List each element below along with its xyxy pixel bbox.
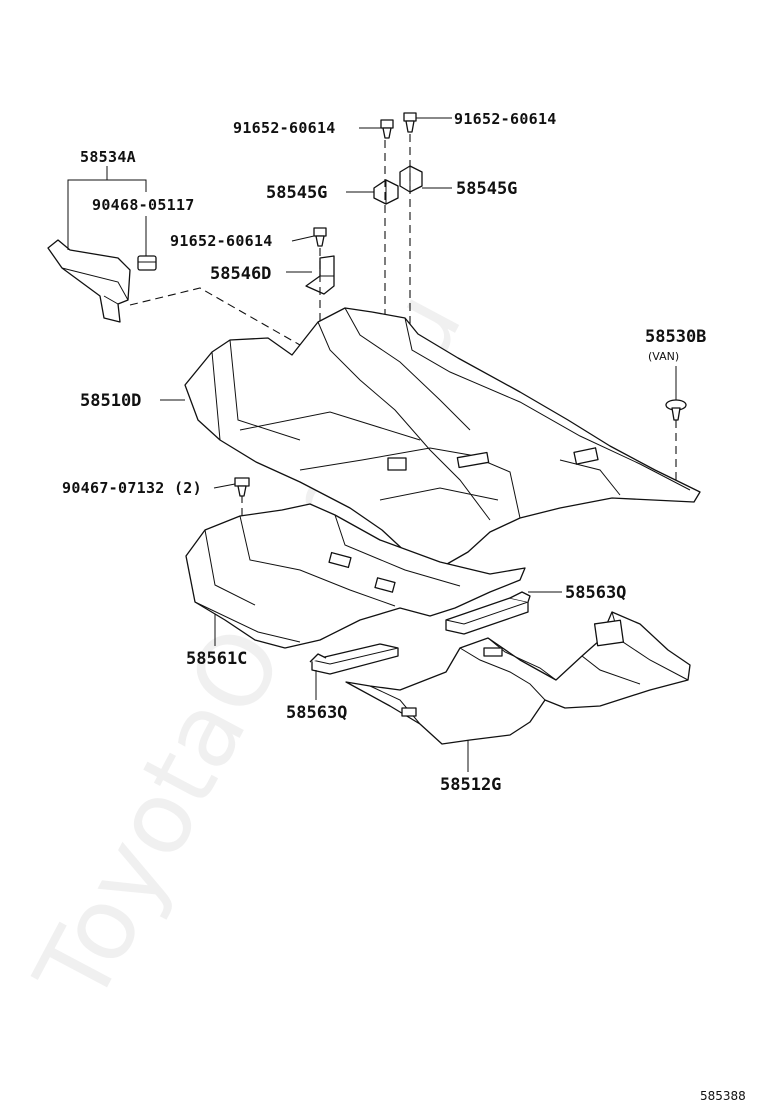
label-90467-07132: 90467-07132 (2) [62,479,202,497]
bolt-mid-leader [291,235,315,242]
label-bolt-mid: 91652-60614 [170,232,273,250]
bolt-90467-leader [213,483,236,489]
fastener-58530 [665,399,687,421]
label-bracket-right: 58545G [456,179,517,199]
carpet-main [184,307,701,569]
label-bolt-top-right: 91652-60614 [454,110,557,128]
cover-leader [67,179,147,250]
label-58530B-note: (VAN) [648,350,679,363]
label-bracket-left: 58545G [266,183,327,203]
bracket-right [399,165,423,193]
strip-left [309,643,399,675]
label-58546D: 58546D [210,264,271,284]
bolt-top-left [380,119,394,139]
strip-right [445,591,531,635]
label-90468-05117: 90468-05117 [92,196,195,214]
figure-number: 585388 [700,1089,746,1103]
bolt-mid [313,227,327,247]
clip-part [137,255,157,271]
label-bolt-top-left: 91652-60614 [233,119,336,137]
label-58512G: 58512G [440,775,501,795]
label-58563Q-right: 58563Q [565,583,626,603]
bracket-left [373,179,399,205]
carpet-front [185,503,526,649]
bolt-top-right [403,112,417,133]
label-58563Q-left: 58563Q [286,703,347,723]
label-58561C: 58561C [186,649,247,669]
bolt-90467 [234,477,250,497]
cover-part [47,239,131,323]
label-58534A: 58534A [80,148,136,166]
label-58530B: 58530B [645,327,706,347]
label-58510D: 58510D [80,391,141,411]
carpet-rear [345,611,691,745]
